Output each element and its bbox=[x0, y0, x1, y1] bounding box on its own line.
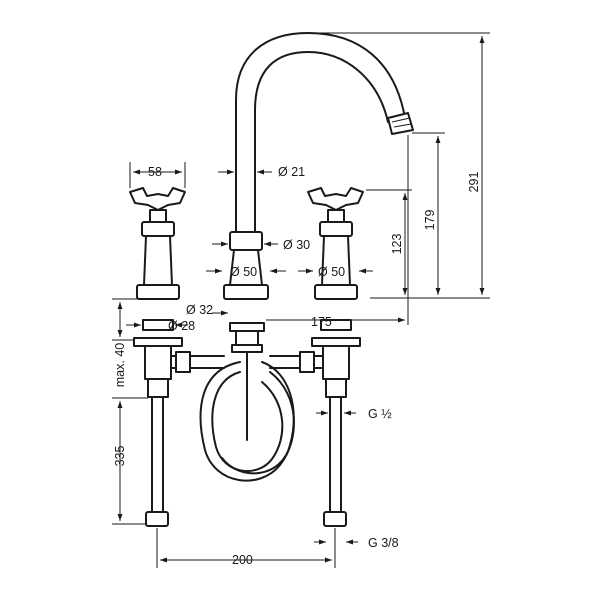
label-handle-width: 58 bbox=[148, 165, 162, 179]
label-spout-diameter-mid: Ø 30 bbox=[283, 238, 310, 252]
label-total-height: 291 bbox=[467, 172, 481, 193]
label-spout-height: 179 bbox=[423, 210, 437, 231]
label-thread-half: G ½ bbox=[368, 407, 392, 421]
label-hose-length: 335 bbox=[113, 446, 127, 467]
label-spout-reach: 175 bbox=[311, 315, 332, 329]
label-handle-height: 123 bbox=[390, 234, 404, 255]
label-max-deck-thickness: max. 40 bbox=[113, 343, 127, 388]
label-shank-diameter-handle: Ø 28 bbox=[168, 319, 195, 333]
label-base-diameter-right: Ø 50 bbox=[318, 265, 345, 279]
label-thread-three-eighths: G 3/8 bbox=[368, 536, 399, 550]
label-centre-distance: 200 bbox=[232, 553, 253, 567]
connection-hoses bbox=[170, 351, 324, 482]
dimension-labels: 291 179 123 175 58 Ø 21 Ø 30 Ø 50 Ø 50 Ø… bbox=[113, 165, 481, 567]
left-valve bbox=[129, 187, 186, 527]
label-base-diameter-left: Ø 50 bbox=[230, 265, 257, 279]
right-valve bbox=[307, 187, 364, 527]
label-shank-diameter-spout: Ø 32 bbox=[186, 303, 213, 317]
spout bbox=[223, 32, 414, 441]
label-spout-diameter-top: Ø 21 bbox=[278, 165, 305, 179]
dimension-lines bbox=[112, 32, 490, 568]
